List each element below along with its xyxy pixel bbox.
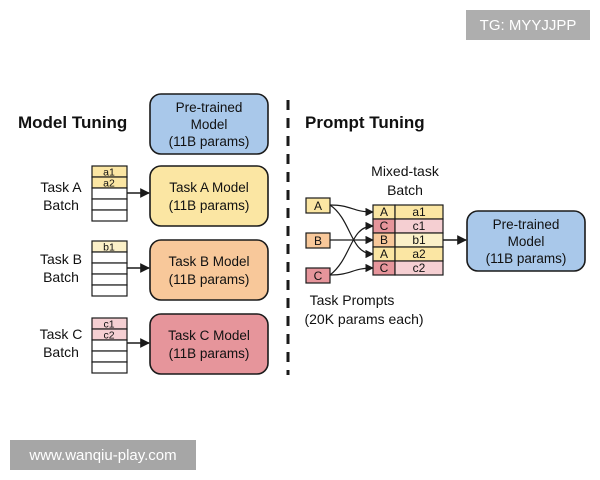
task-c-model-line1: Task C Model — [168, 328, 250, 343]
task-a-batch-stack — [91, 165, 128, 222]
batch-row2-input-text: c1 — [413, 219, 426, 233]
batch-row5-input-text: c2 — [413, 261, 426, 275]
task-b-row-b1-text: b1 — [103, 242, 115, 254]
mixed-batch-table — [372, 204, 444, 276]
prompt-tuning-title: Prompt Tuning — [305, 113, 425, 132]
task-b-row-empty — [91, 273, 128, 286]
prompt-box-c-text: C — [314, 269, 323, 283]
task-b-model-line1: Task B Model — [168, 254, 249, 269]
task-c-label-line2: Batch — [43, 344, 79, 360]
batch-row4-prompt-text: A — [380, 247, 388, 261]
batch-row3-prompt-text: B — [380, 233, 388, 247]
task-a-model-box — [149, 165, 269, 227]
task-a-row-empty — [91, 187, 128, 200]
task-a-label-line1: Task A — [40, 179, 82, 195]
pretrained-right-line1: Pre-trained — [493, 217, 560, 232]
task-c-batch-stack — [91, 317, 128, 374]
task-prompts-caption-line2: (20K params each) — [304, 311, 423, 327]
task-b-label-line2: Batch — [43, 269, 79, 285]
prompt-box-a-text: A — [314, 199, 322, 213]
task-a-row-a1-text: a1 — [103, 167, 115, 179]
watermark-tg: TG: MYYJJPP — [466, 10, 590, 40]
arrow-a-to-row4 — [329, 204, 374, 259]
pretrained-right-line3: (11B params) — [486, 251, 567, 266]
task-a-row-empty — [91, 198, 128, 211]
arrow-c-to-row5 — [329, 263, 374, 276]
task-a-label-line2: Batch — [43, 197, 79, 213]
task-a-row-empty — [91, 209, 128, 222]
task-b-row-empty — [91, 284, 128, 297]
task-c-row-empty — [91, 350, 128, 363]
batch-row5-input — [394, 260, 444, 276]
task-b-row-empty — [91, 251, 128, 264]
batch-row1-prompt-text: A — [380, 205, 388, 219]
task-b-row-empty — [91, 262, 128, 275]
batch-row4-input-text: a2 — [412, 247, 426, 261]
task-a-row-a2-text: a2 — [103, 178, 115, 190]
task-b-model-line2: (11B params) — [169, 272, 250, 287]
arrow-a-to-row1 — [329, 204, 374, 217]
pretrained-left-line1: Pre-trained — [176, 100, 243, 115]
task-c-label-line1: Task C — [40, 326, 83, 342]
task-c-row-c1-text: c1 — [103, 319, 114, 331]
pretrained-model-box-left — [149, 93, 269, 155]
prompt-box-b-text: B — [314, 234, 322, 248]
prompt-routing-arrows — [329, 204, 374, 276]
task-c-model-line2: (11B params) — [169, 346, 250, 361]
pretrained-model-box-right — [466, 210, 586, 272]
task-c-row-c2-text: c2 — [103, 330, 114, 342]
model-tuning-title: Model Tuning — [18, 113, 127, 132]
batch-row1-input-text: a1 — [412, 205, 426, 219]
task-a-model-line1: Task A Model — [169, 180, 249, 195]
batch-row5-prompt-text: C — [380, 261, 389, 275]
task-c-row-empty — [91, 339, 128, 352]
batch-row3-input-text: b1 — [412, 233, 426, 247]
task-c-model-box — [149, 313, 269, 375]
task-a-model-line2: (11B params) — [169, 198, 250, 213]
task-b-batch-stack — [91, 240, 128, 297]
pretrained-left-line3: (11B params) — [169, 134, 250, 149]
task-b-model-box — [149, 239, 269, 301]
arrow-c-to-row2 — [329, 221, 374, 276]
mixed-batch-label-line2: Batch — [387, 182, 423, 198]
pretrained-right-line2: Model — [508, 234, 545, 249]
task-b-label-line1: Task B — [40, 251, 82, 267]
mixed-batch-label-line1: Mixed-task — [371, 163, 440, 179]
batch-row2-prompt-text: C — [380, 219, 389, 233]
watermark-site: www.wanqiu-play.com — [10, 440, 196, 470]
pretrained-left-line2: Model — [191, 117, 228, 132]
task-prompts-caption-line1: Task Prompts — [310, 292, 395, 308]
task-c-row-empty — [91, 361, 128, 374]
